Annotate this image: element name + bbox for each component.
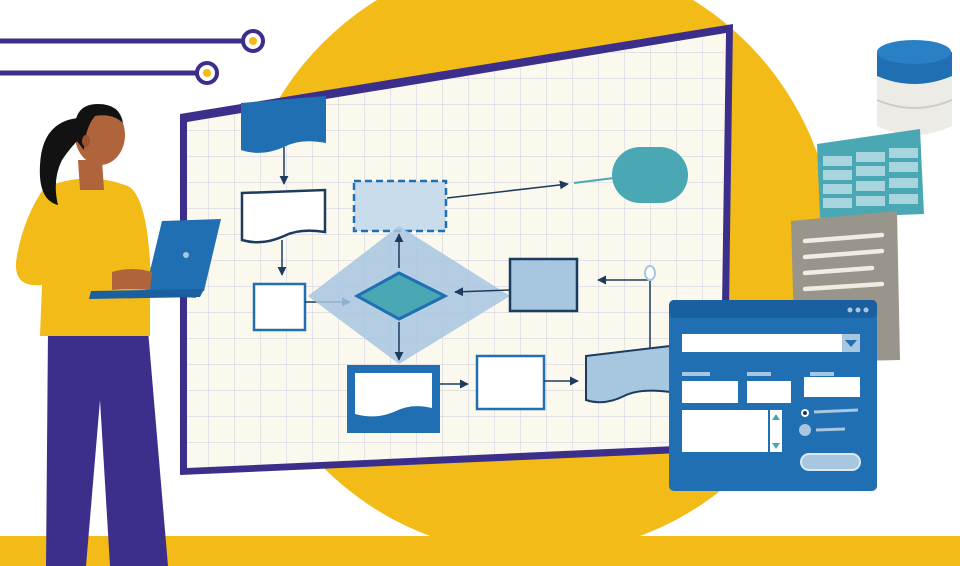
flowchart-document-shape xyxy=(240,188,327,244)
spreadsheet-icon xyxy=(817,129,924,218)
flowchart-start-shape xyxy=(241,96,326,153)
laptop-icon xyxy=(89,219,221,299)
form-window-icon xyxy=(669,300,877,491)
circuit-lines xyxy=(0,29,265,85)
form-textarea xyxy=(682,410,768,452)
flowchart-process-right xyxy=(508,257,579,313)
flowchart-decision-diamond xyxy=(353,271,449,321)
flowchart-dashed-box xyxy=(352,179,448,233)
flowchart-terminator xyxy=(612,147,688,203)
chevron-down-icon xyxy=(845,340,857,347)
flowchart-process-bottom xyxy=(475,354,546,411)
form-button xyxy=(800,453,861,471)
flowchart-manual-input xyxy=(585,344,671,404)
flowchart-board xyxy=(180,24,733,475)
flowchart xyxy=(240,96,688,433)
person-figure xyxy=(15,104,221,566)
flowchart-process-box xyxy=(252,282,307,332)
form-dropdown xyxy=(682,334,860,352)
database-icon xyxy=(876,40,953,135)
form-radio xyxy=(799,424,811,436)
